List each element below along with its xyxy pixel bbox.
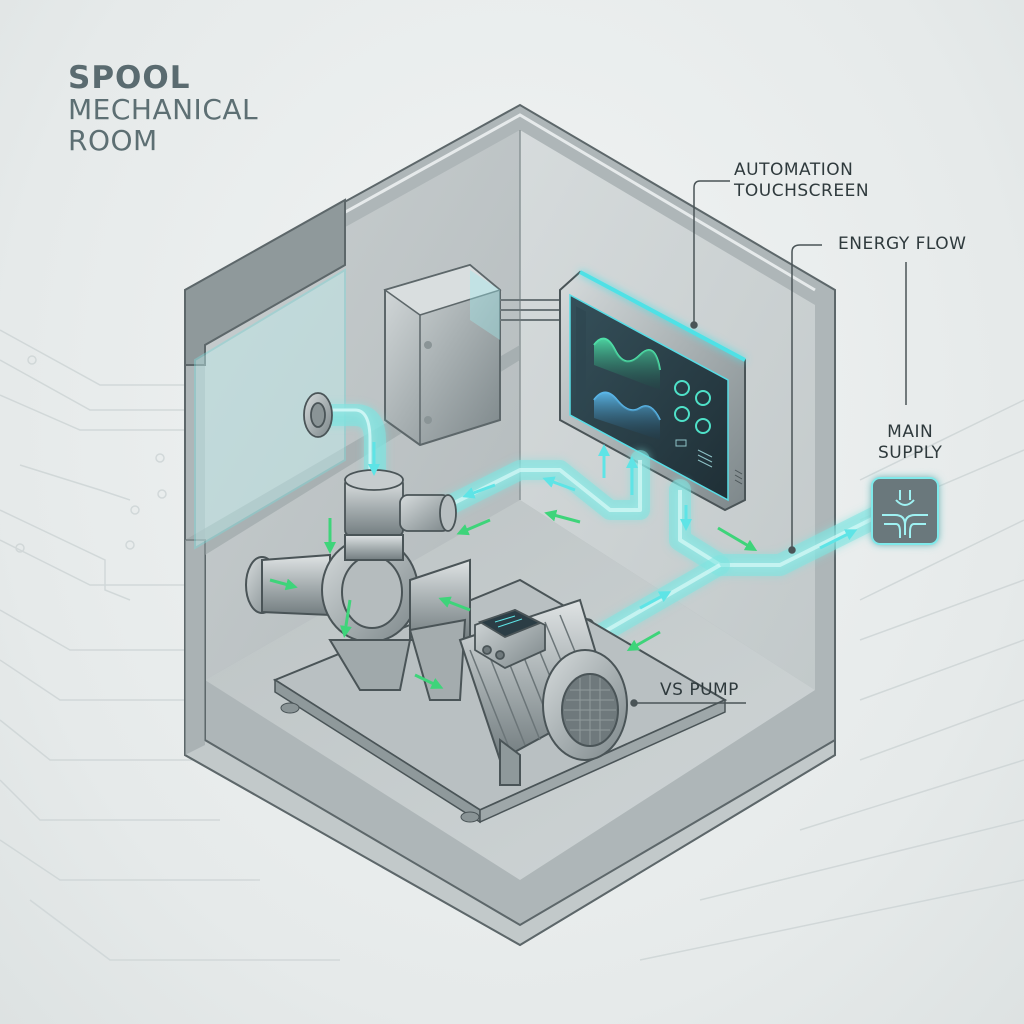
callout-main-supply-line-1: MAIN <box>887 422 934 442</box>
glass-piping <box>309 404 901 650</box>
callout-vs-pump: VS PUMP <box>660 680 739 700</box>
motor-controller <box>474 609 546 670</box>
electric-motor <box>458 598 628 786</box>
callout-automation-touchscreen: AUTOMATION TOUCHSCREEN <box>734 160 869 203</box>
conduit-lines <box>500 299 565 321</box>
flow-arrows <box>269 442 858 689</box>
screen-dashboard <box>576 306 713 468</box>
callout-energy-flow: ENERGY FLOW <box>838 234 967 254</box>
circuit-traces-background <box>0 329 1024 961</box>
callout-leaders <box>630 180 907 707</box>
title-line-2: MECHANICAL <box>68 93 259 127</box>
callout-automation-line-2: TOUCHSCREEN <box>734 181 870 202</box>
main-supply-icon <box>871 477 939 545</box>
centrifugal-pump <box>245 534 471 701</box>
title-line-1: SPOOL <box>68 60 191 96</box>
title-line-3: ROOM <box>68 123 158 157</box>
callout-main-supply-line-2: SUPPLY <box>878 443 943 464</box>
callout-automation-line-1: AUTOMATION <box>734 160 854 180</box>
control-box <box>383 263 502 447</box>
room-shell <box>184 103 836 947</box>
callout-main-supply: MAIN SUPPLY <box>878 422 942 465</box>
diagram-title: SPOOL MECHANICAL ROOM <box>68 60 259 157</box>
automation-touchscreen <box>559 270 747 512</box>
